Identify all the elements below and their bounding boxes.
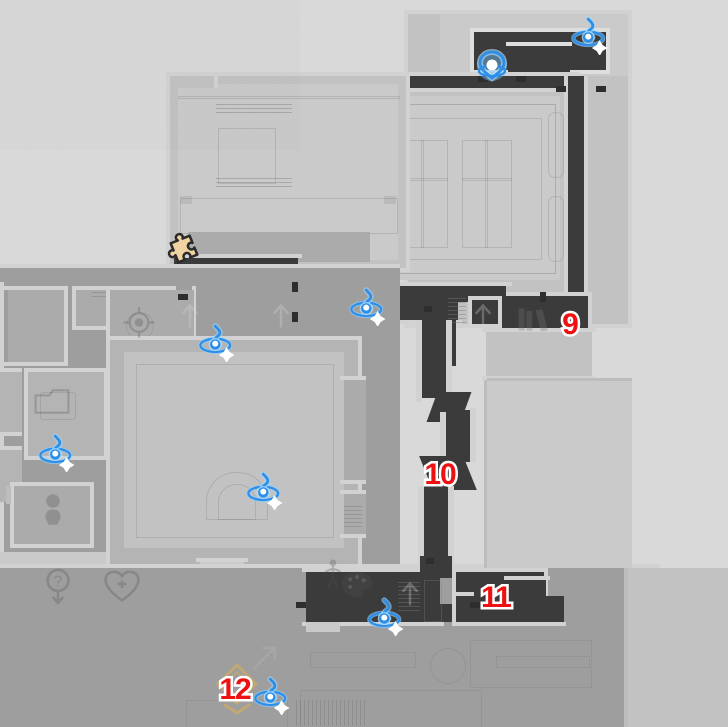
room-icon-art [340, 570, 374, 604]
room-icon-affinity [103, 570, 141, 608]
route-marker-12: 12 [217, 672, 254, 707]
svg-text:?: ? [54, 574, 63, 591]
room-icon-stairs-up [400, 581, 420, 612]
room-icon-compass [122, 306, 156, 345]
room-icon-pedestrian [323, 559, 343, 596]
teleport-waypoint-far-west[interactable] [36, 430, 78, 473]
teleport-waypoint-west-hall[interactable] [196, 320, 238, 363]
route-marker-10: 10 [422, 457, 459, 492]
room-icon-library [515, 305, 553, 339]
route-marker-9: 9 [560, 307, 582, 342]
room-icon-furniture [33, 387, 71, 422]
room-icon-stairs-ne [473, 303, 493, 334]
room-icon-stairs-east [271, 303, 291, 334]
teleport-waypoint-north-east[interactable] [569, 13, 611, 56]
stair-marker-south[interactable] [215, 662, 259, 715]
room-icon-exit-arrow [251, 644, 279, 677]
blossom-marker-north-chamber[interactable] [472, 46, 512, 86]
room-icon-quest: ? [43, 567, 73, 612]
teleport-waypoint-grand-hall[interactable] [244, 468, 286, 511]
teleport-waypoint-south-stairs[interactable] [251, 673, 293, 716]
teleport-waypoint-south-corridor[interactable] [365, 594, 407, 637]
puzzle-marker-north-west[interactable] [167, 232, 201, 266]
route-marker-11: 11 [479, 580, 515, 615]
room-icon-stairs-west [180, 303, 200, 334]
teleport-waypoint-central-corridor[interactable] [347, 284, 389, 327]
room-icon-npc [40, 493, 66, 532]
